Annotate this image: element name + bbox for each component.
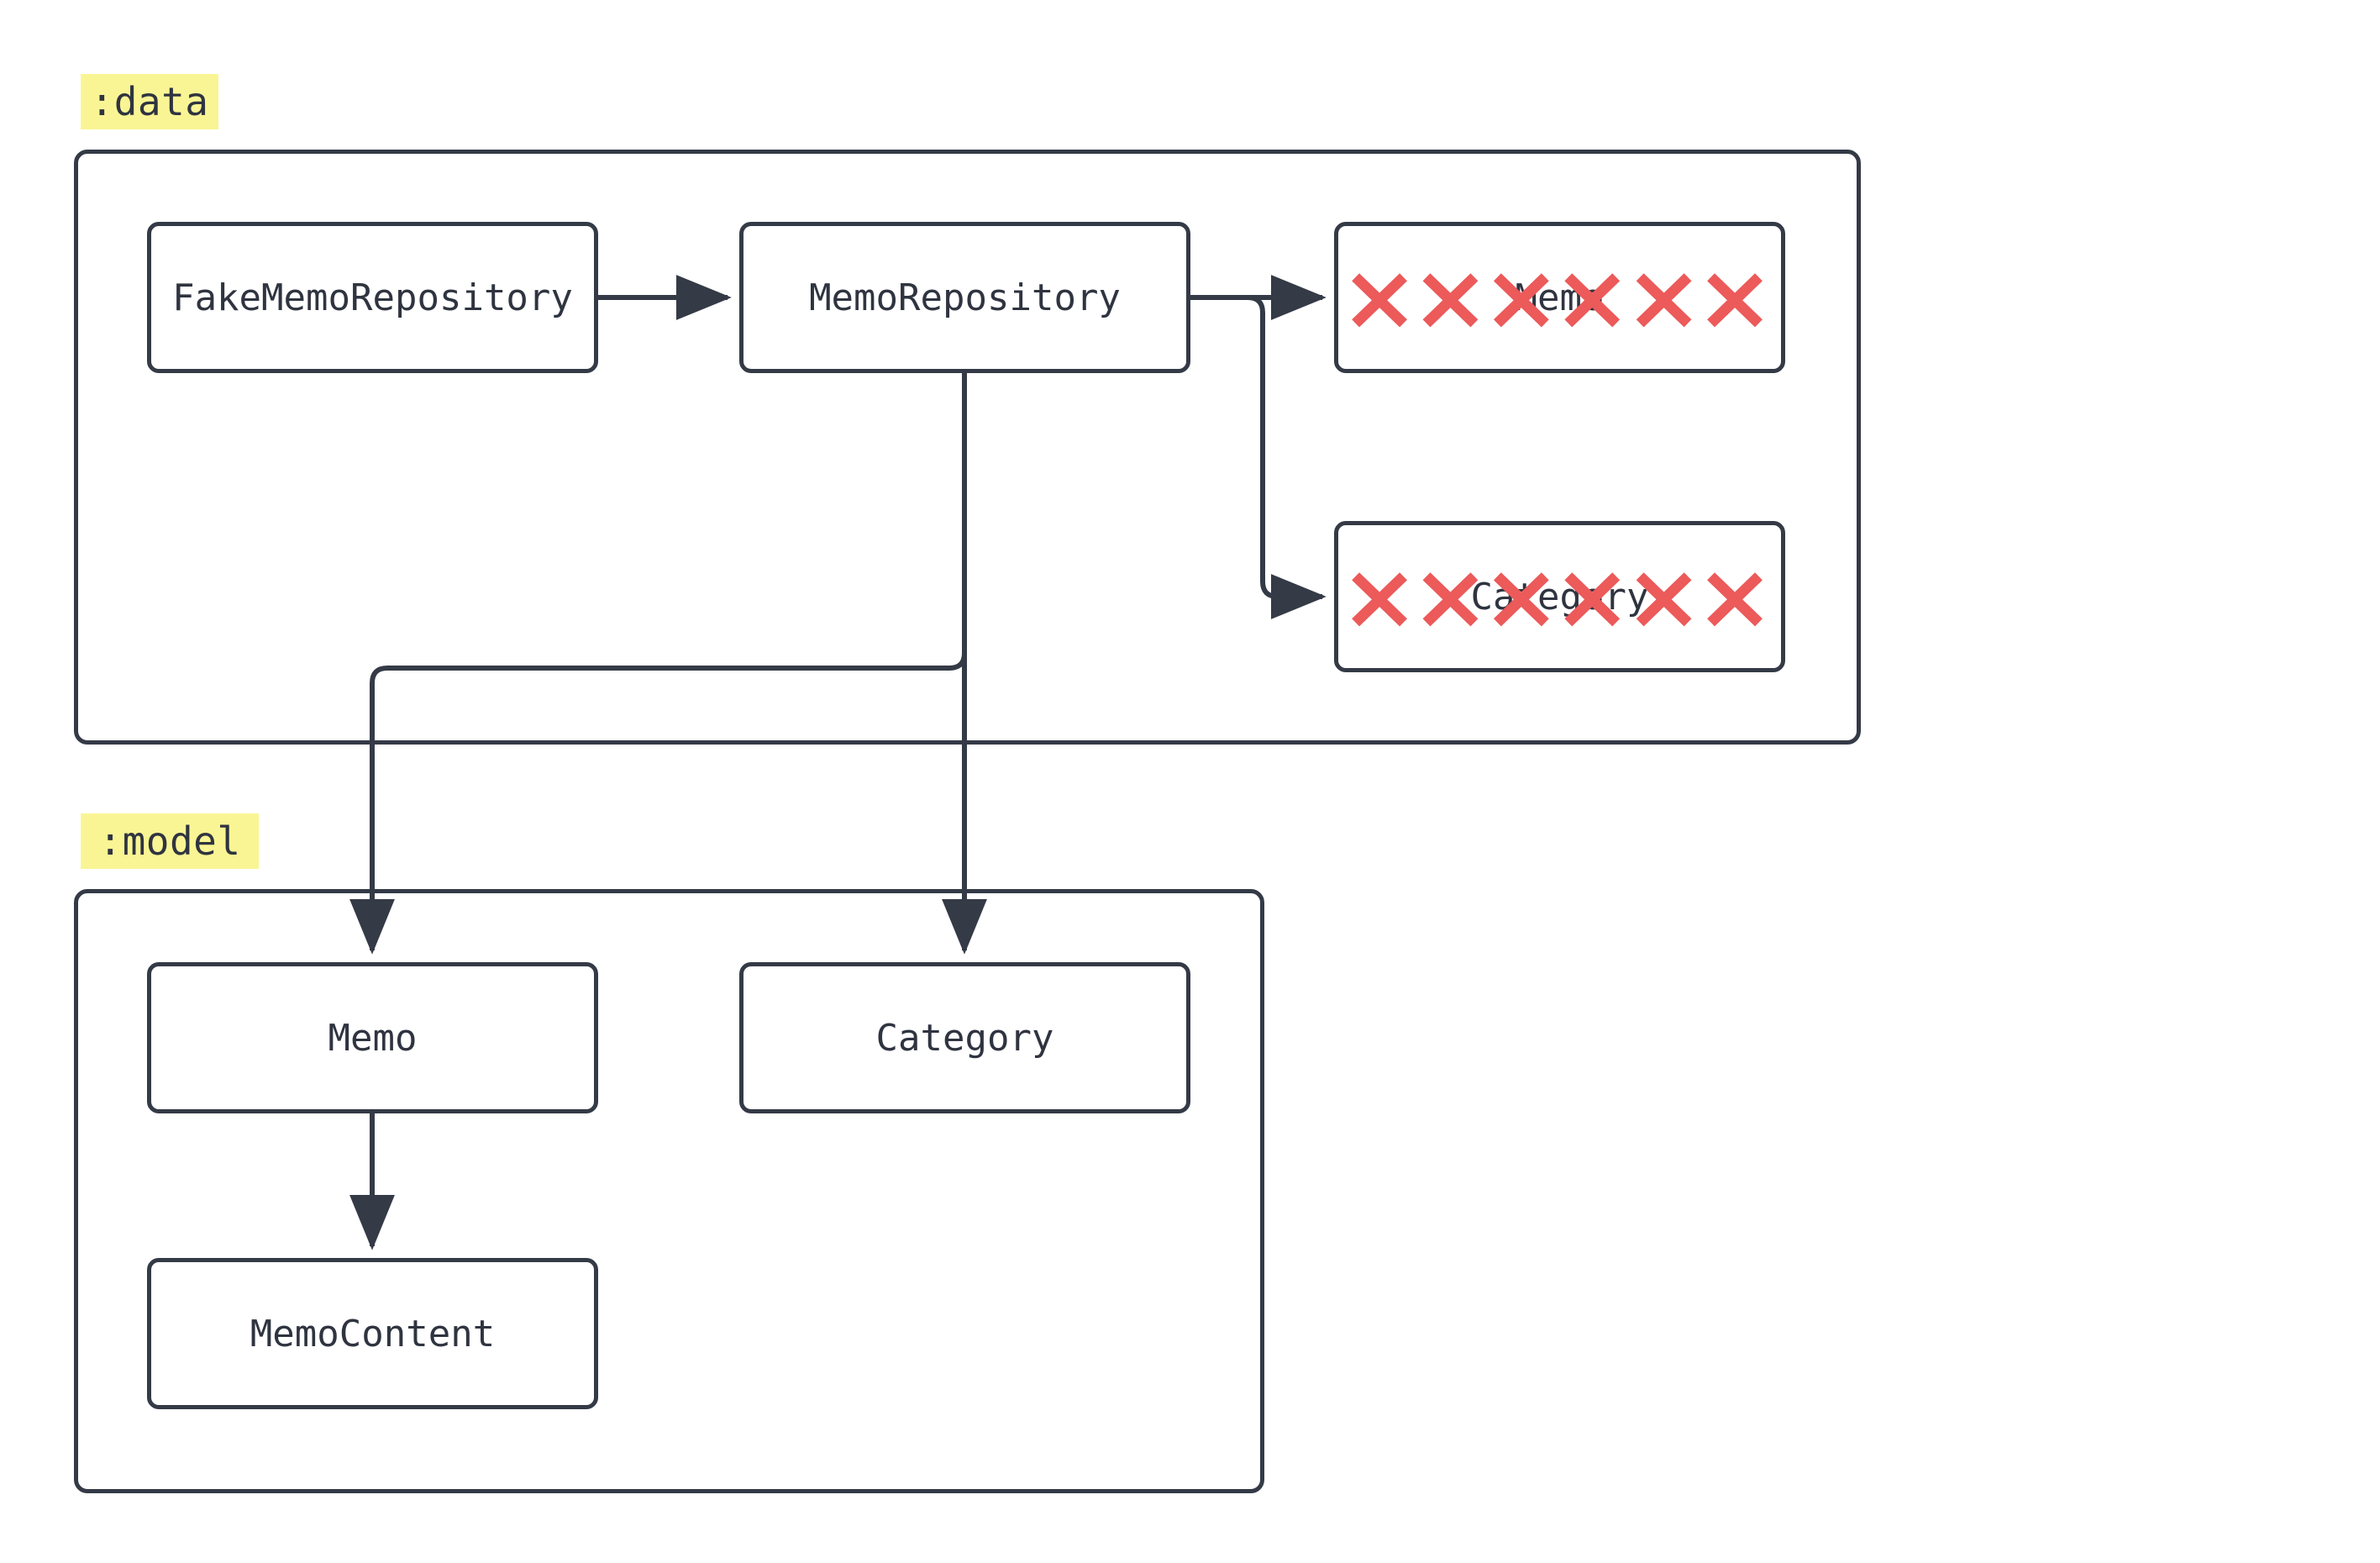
group-box-model: [74, 889, 1264, 1493]
node-memo-content[interactable]: MemoContent: [147, 1258, 598, 1409]
group-box-data: [74, 150, 1861, 745]
node-model-memo[interactable]: Memo: [147, 962, 598, 1113]
group-label-model: :model: [81, 813, 259, 869]
group-label-data: :data: [81, 74, 218, 129]
node-label: Memo: [328, 1016, 418, 1060]
node-label: MemoRepository: [809, 276, 1121, 319]
node-model-category[interactable]: Category: [739, 962, 1190, 1113]
node-data-category[interactable]: Category: [1334, 521, 1785, 672]
node-label: Memo: [1515, 276, 1605, 319]
node-label: Category: [1470, 575, 1649, 618]
node-label: MemoContent: [250, 1312, 496, 1355]
node-data-memo[interactable]: Memo: [1334, 222, 1785, 373]
node-label: Category: [875, 1016, 1054, 1060]
node-label: FakeMemoRepository: [172, 276, 573, 319]
node-fake-memo-repository[interactable]: FakeMemoRepository: [147, 222, 598, 373]
node-memo-repository[interactable]: MemoRepository: [739, 222, 1190, 373]
